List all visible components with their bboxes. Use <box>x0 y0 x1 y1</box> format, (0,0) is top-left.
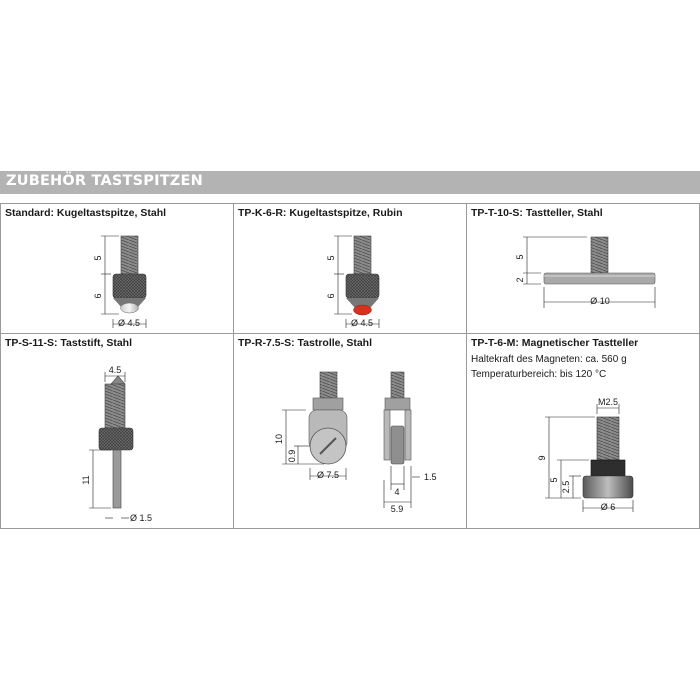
dim-diameter: Ø 10 <box>590 296 610 306</box>
dim-small: 0.9 <box>287 450 297 463</box>
standard-tip-drawing: 5 6 Ø 4.5 <box>93 235 147 328</box>
magnetic-disc-drawing: M2.5 9 5 2.5 Ø 6 <box>537 397 634 512</box>
dim-h-bottom: 6 <box>326 293 336 298</box>
cell-title: TP-K-6-R: Kugeltastspitze, Rubin <box>238 207 403 219</box>
cell-title: TP-T-10-S: Tastteller, Stahl <box>471 207 603 219</box>
flat-disc-drawing: 5 2 Ø 10 <box>515 236 656 308</box>
dim-a: 1.5 <box>424 472 437 482</box>
dim-h-top: 5 <box>515 254 525 259</box>
dim-h-top: 5 <box>326 255 336 260</box>
cell-magnetic: TP-T-6-M: Magnetischer Tastteller Haltek… <box>466 333 700 529</box>
dim-c: 5.9 <box>391 504 404 514</box>
dim-diameter: Ø 1.5 <box>130 513 152 523</box>
cell-title: TP-T-6-M: Magnetischer Tastteller <box>471 337 639 349</box>
roller-drawing: 10 0.9 Ø 7.5 4 5.9 1.5 <box>274 371 437 514</box>
cell-roller: TP-R-7.5-S: Tastrolle, Stahl 10 0.9 Ø 7.… <box>233 333 467 529</box>
dim-thread: M2.5 <box>598 397 618 407</box>
accessory-grid: Standard: Kugeltastspitze, Stahl <box>0 203 700 529</box>
dim-diameter: Ø 4.5 <box>118 318 140 328</box>
dim-height: 9 <box>537 455 547 460</box>
cell-title: TP-R-7.5-S: Tastrolle, Stahl <box>238 337 372 349</box>
dim-b: 4 <box>394 487 399 497</box>
cell-title: Standard: Kugeltastspitze, Stahl <box>5 207 167 219</box>
dim-height: 10 <box>274 434 284 444</box>
section-title: ZUBEHÖR TASTSPITZEN <box>6 173 203 189</box>
dim-h-bottom: 6 <box>93 293 103 298</box>
section-banner: ZUBEHÖR TASTSPITZEN <box>0 171 700 194</box>
dim-top: 4.5 <box>109 365 122 375</box>
cell-standard: Standard: Kugeltastspitze, Stahl <box>0 203 234 334</box>
spec-line-temperature: Temperaturbereich: bis 120 °C <box>471 369 607 380</box>
cell-flat-disc: TP-T-10-S: Tastteller, Stahl 5 2 Ø 10 <box>466 203 700 334</box>
dim-height: 11 <box>81 475 91 484</box>
dim-diameter: Ø 4.5 <box>351 318 373 328</box>
cell-stylus: TP-S-11-S: Taststift, Stahl 4.5 11 Ø 1.5 <box>0 333 234 529</box>
cell-ruby: TP-K-6-R: Kugeltastspitze, Rubin 5 6 Ø 4… <box>233 203 467 334</box>
dim-h-bottom: 2 <box>515 277 525 282</box>
dim-diameter: Ø 7.5 <box>317 470 339 480</box>
dim-h-top: 5 <box>93 255 103 260</box>
dim-h5: 5 <box>549 477 559 482</box>
spec-line-force: Haltekraft des Magneten: ca. 560 g <box>471 354 627 365</box>
dim-h25: 2.5 <box>561 481 571 494</box>
stylus-drawing: 4.5 11 Ø 1.5 <box>81 365 152 523</box>
dim-diameter: Ø 6 <box>601 502 616 512</box>
ruby-tip-drawing: 5 6 Ø 4.5 <box>326 235 380 328</box>
cell-title: TP-S-11-S: Taststift, Stahl <box>5 337 132 349</box>
